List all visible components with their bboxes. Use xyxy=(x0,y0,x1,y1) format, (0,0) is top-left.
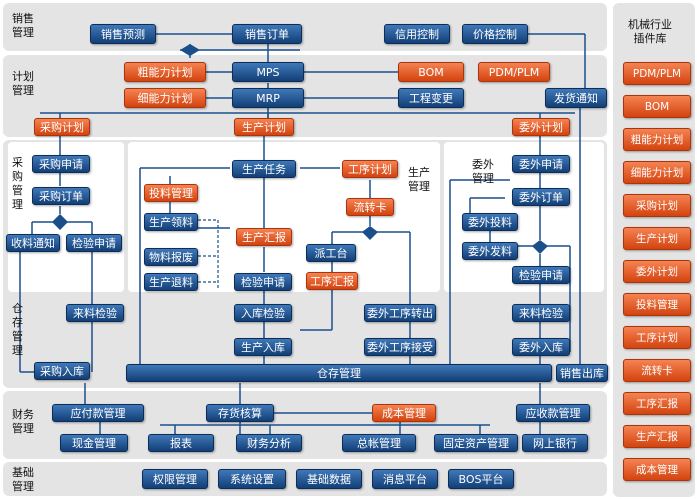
section-label-production: 生产 管理 xyxy=(408,166,430,193)
node-mrp[interactable]: MRP xyxy=(232,88,304,108)
node-bom[interactable]: BOM xyxy=(398,62,464,82)
node-ap-mgmt[interactable]: 应付款管理 xyxy=(52,404,144,422)
plugin-purchase-plan[interactable]: 采购计划 xyxy=(623,194,691,217)
node-os-process-in[interactable]: 委外工序接受 xyxy=(364,338,436,356)
node-delivery-notice[interactable]: 发货通知 xyxy=(545,88,607,108)
node-inspect-request-production[interactable]: 检验申请 xyxy=(234,273,292,291)
node-purchase-request[interactable]: 采购申请 xyxy=(32,155,90,173)
node-purchase-plan[interactable]: 采购计划 xyxy=(34,118,90,136)
node-os-order[interactable]: 委外订单 xyxy=(512,188,570,206)
node-incoming-inspect-outsource[interactable]: 来料检验 xyxy=(512,304,570,322)
node-ar-mgmt[interactable]: 应收款管理 xyxy=(516,404,590,422)
section-label-base: 基础 管理 xyxy=(12,466,34,493)
node-message-platform[interactable]: 消息平台 xyxy=(372,469,438,489)
node-incoming-inspect-purchase[interactable]: 来料检验 xyxy=(66,304,124,322)
node-purchase-order[interactable]: 采购订单 xyxy=(32,187,90,205)
node-fixed-assets[interactable]: 固定资产管理 xyxy=(434,434,518,452)
node-prod-in[interactable]: 生产入库 xyxy=(234,338,292,356)
decision-diamond-purchase xyxy=(52,214,68,230)
node-fin-analysis[interactable]: 财务分析 xyxy=(236,434,302,452)
section-label-industry: 机械行业 插件库 xyxy=(628,18,672,45)
node-warehouse-mgmt[interactable]: 仓存管理 xyxy=(126,364,552,382)
decision-diamond-production xyxy=(362,226,378,240)
node-permission[interactable]: 权限管理 xyxy=(142,469,208,489)
node-production-task[interactable]: 生产任务 xyxy=(232,160,296,178)
plugin-prod-report[interactable]: 生产汇报 xyxy=(623,425,691,448)
plugin-flow-card[interactable]: 流转卡 xyxy=(623,359,691,382)
node-receive-notice[interactable]: 收料通知 xyxy=(6,234,60,252)
node-os-in[interactable]: 委外入库 xyxy=(512,338,570,356)
node-inspect-request-outsource[interactable]: 检验申请 xyxy=(512,266,570,284)
node-rough-capacity[interactable]: 粗能力计划 xyxy=(124,62,206,82)
section-label-plan: 计划 管理 xyxy=(12,70,34,97)
node-online-bank[interactable]: 网上银行 xyxy=(522,434,588,452)
decision-diamond-outsource xyxy=(532,240,548,254)
node-price-control[interactable]: 价格控制 xyxy=(462,24,528,44)
node-eng-change[interactable]: 工程变更 xyxy=(398,88,464,108)
node-outsource-plan[interactable]: 委外计划 xyxy=(512,118,570,136)
node-gl-mgmt[interactable]: 总帐管理 xyxy=(342,434,416,452)
node-bos-platform[interactable]: BOS平台 xyxy=(448,469,514,489)
node-credit-control[interactable]: 信用控制 xyxy=(384,24,450,44)
node-purchase-in[interactable]: 采购入库 xyxy=(34,362,90,380)
plugin-rough-capacity[interactable]: 粗能力计划 xyxy=(623,128,691,151)
node-stock-inspect[interactable]: 入库检验 xyxy=(234,304,292,322)
plugin-fine-capacity[interactable]: 细能力计划 xyxy=(623,161,691,184)
node-feed-mgmt[interactable]: 投料管理 xyxy=(144,184,198,202)
plugin-bom[interactable]: BOM xyxy=(623,95,691,118)
node-os-issue[interactable]: 委外发料 xyxy=(462,242,518,260)
section-label-finance: 财务 管理 xyxy=(12,408,34,435)
decision-diamond-sales xyxy=(180,44,200,56)
plugin-cost-mgmt[interactable]: 成本管理 xyxy=(623,458,691,481)
node-material-scrap[interactable]: 物料报废 xyxy=(144,248,198,266)
node-prod-report[interactable]: 生产汇报 xyxy=(236,228,292,246)
node-inspect-request-purchase[interactable]: 检验申请 xyxy=(66,234,122,252)
node-os-feed[interactable]: 委外投料 xyxy=(462,213,518,231)
plugin-feed-mgmt[interactable]: 投料管理 xyxy=(623,293,691,316)
plugin-outsource-plan[interactable]: 委外计划 xyxy=(623,260,691,283)
node-sales-forecast[interactable]: 销售预测 xyxy=(90,24,156,44)
node-os-request[interactable]: 委外申请 xyxy=(512,155,570,173)
plugin-process-plan[interactable]: 工序计划 xyxy=(623,326,691,349)
section-label-outsource: 委外 管理 xyxy=(472,158,494,185)
section-label-sales: 销售 管理 xyxy=(12,12,34,39)
node-mps[interactable]: MPS xyxy=(232,62,304,82)
node-pdm-plm[interactable]: PDM/PLM xyxy=(478,62,550,82)
node-cost-mgmt[interactable]: 成本管理 xyxy=(372,404,436,422)
node-os-process-out[interactable]: 委外工序转出 xyxy=(364,304,436,322)
node-base-data[interactable]: 基础数据 xyxy=(296,469,362,489)
node-system-settings[interactable]: 系统设置 xyxy=(218,469,286,489)
plugin-production-plan[interactable]: 生产计划 xyxy=(623,227,691,250)
plugin-pdm-plm[interactable]: PDM/PLM xyxy=(623,62,691,85)
node-cash-mgmt[interactable]: 现金管理 xyxy=(60,434,128,452)
node-inventory-cost[interactable]: 存货核算 xyxy=(206,404,274,422)
node-fine-capacity[interactable]: 细能力计划 xyxy=(124,88,206,108)
node-sales-out[interactable]: 销售出库 xyxy=(556,364,608,382)
node-process-report[interactable]: 工序汇报 xyxy=(306,272,358,290)
node-prod-pick[interactable]: 生产领料 xyxy=(144,213,198,231)
node-flow-card[interactable]: 流转卡 xyxy=(346,198,394,216)
node-production-plan[interactable]: 生产计划 xyxy=(234,118,294,136)
node-reports[interactable]: 报表 xyxy=(148,434,214,452)
node-process-plan[interactable]: 工序计划 xyxy=(342,160,398,178)
node-sales-order[interactable]: 销售订单 xyxy=(232,24,302,44)
node-dispatch[interactable]: 派工台 xyxy=(306,244,356,262)
node-prod-return[interactable]: 生产退料 xyxy=(144,273,198,291)
section-label-warehouse: 仓 存 管 理 xyxy=(12,302,23,357)
plugin-process-report[interactable]: 工序汇报 xyxy=(623,392,691,415)
section-label-purchase: 采 购 管 理 xyxy=(12,156,23,211)
